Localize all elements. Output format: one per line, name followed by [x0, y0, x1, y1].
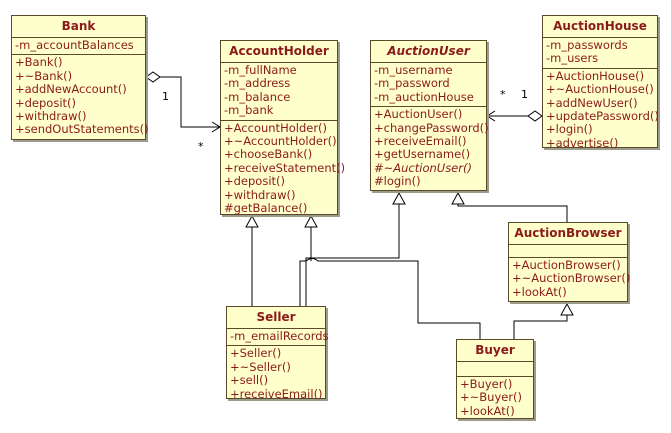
class-buyer[interactable]: Buyer +Buyer() +~Buyer() +lookAt() [456, 339, 534, 419]
operation-abstract: #~AuctionUser() [374, 160, 472, 175]
operations-compartment: +AuctionHouse() +~AuctionHouse() +addNew… [543, 68, 659, 152]
operation: +~AuctionBrowser() [512, 271, 631, 286]
operation: +login() [546, 122, 593, 137]
class-name: Bank [12, 16, 145, 38]
operation: +addNewUser() [546, 95, 638, 110]
operation: +lookAt() [512, 284, 567, 299]
class-auction-browser[interactable]: AuctionBrowser +AuctionBrowser() +~Aucti… [508, 222, 631, 302]
operation: +withdraw() [224, 187, 296, 202]
class-name: Seller [227, 307, 325, 329]
attributes-compartment [509, 245, 627, 258]
operations-compartment: +AccountHolder() +~AccountHolder() +choo… [221, 120, 346, 218]
operations-compartment: +Buyer() +~Buyer() +lookAt() [457, 377, 533, 420]
operation: +chooseBank() [224, 147, 313, 162]
operation: #login() [374, 174, 421, 189]
browser-generalization-arrow [560, 302, 574, 316]
operation: +Seller() [230, 346, 282, 361]
operation: +~Seller() [230, 359, 291, 374]
operation: +advertise() [546, 135, 619, 150]
auctionuser-generalization-arrow-left [392, 191, 406, 205]
multiplicity-bank-end: 1 [162, 90, 169, 103]
attribute: -m_accountBalances [15, 38, 134, 52]
operation: +withdraw() [15, 109, 87, 124]
attributes-compartment: -m_accountBalances [12, 38, 145, 56]
browser-to-auctionuser-line [457, 204, 568, 222]
attributes-compartment: -m_emailRecords [227, 329, 329, 347]
operation: +changePassword() [374, 120, 489, 135]
class-account-holder[interactable]: AccountHolder -m_fullName -m_address -m_… [220, 40, 346, 218]
class-seller[interactable]: Seller -m_emailRecords +Seller() +~Selle… [226, 306, 329, 401]
operation: +Buyer() [460, 377, 513, 391]
accountholder-generalization-arrow-left [245, 214, 259, 228]
accountholder-generalization-arrow-right [304, 214, 318, 228]
operation: +~AccountHolder() [224, 134, 337, 149]
operation: +~AuctionHouse() [546, 82, 654, 97]
operation: #getBalance() [224, 201, 308, 216]
operation: +deposit() [15, 95, 77, 110]
operation: +AccountHolder() [224, 120, 328, 135]
class-name: AuctionUser [371, 41, 486, 63]
attribute: -m_bank [224, 103, 274, 118]
operations-compartment: +AuctionUser() +changePassword() +receiv… [371, 107, 489, 190]
multiplicity-accountholder-end: * [198, 140, 204, 153]
operation: +Bank() [15, 55, 63, 70]
operation: +AuctionHouse() [546, 68, 645, 83]
operation: +AuctionBrowser() [512, 258, 621, 272]
operation: +~Bank() [15, 68, 73, 83]
seller-to-auctionuser-line [305, 204, 400, 306]
class-name: AuctionBrowser [509, 223, 627, 245]
class-auction-user[interactable]: AuctionUser -m_username -m_password -m_a… [370, 40, 489, 191]
class-auction-house[interactable]: AuctionHouse -m_passwords -m_users +Auct… [542, 15, 659, 150]
operation: +AuctionUser() [374, 107, 463, 122]
operation: +deposit() [224, 174, 286, 189]
operation: +sendOutStatements() [15, 122, 149, 137]
attribute: -m_users [546, 51, 599, 66]
multiplicity-auctionhouse-end: 1 [521, 88, 528, 101]
attribute: -m_fullName [224, 63, 297, 77]
operation: +receiveEmail() [230, 386, 323, 401]
operation: +addNewAccount() [15, 82, 127, 97]
operation: +receiveEmail() [374, 134, 467, 149]
bank-accountholder-association [160, 76, 219, 128]
operations-compartment: +Seller() +~Seller() +sell() +receiveEma… [227, 346, 325, 403]
operation: +updatePassword() [546, 109, 659, 124]
class-name: Buyer [457, 340, 533, 362]
operations-compartment: +AuctionBrowser() +~AuctionBrowser() +lo… [509, 258, 631, 301]
attributes-compartment: -m_username -m_password -m_auctionHouse [371, 63, 486, 108]
class-bank[interactable]: Bank -m_accountBalances +Bank() +~Bank()… [11, 15, 149, 140]
attribute: -m_passwords [546, 38, 628, 52]
operation: +sell() [230, 373, 269, 388]
operation: +~Buyer() [460, 390, 523, 405]
class-name: AuctionHouse [543, 16, 657, 38]
operation: +receiveStatement() [224, 160, 346, 175]
bank-aggregation-diamond [145, 71, 161, 83]
attribute: -m_username [374, 63, 453, 77]
attribute: -m_address [224, 76, 291, 91]
attribute: -m_auctionHouse [374, 89, 474, 104]
class-name: AccountHolder [221, 41, 337, 63]
attributes-compartment: -m_passwords -m_users [543, 38, 657, 69]
attributes-compartment [457, 362, 533, 377]
multiplicity-auctionuser-end: * [500, 88, 506, 101]
auctionhouse-aggregation-diamond [527, 110, 543, 122]
attribute: -m_password [374, 76, 450, 91]
operations-compartment: +Bank() +~Bank() +addNewAccount() +depos… [12, 55, 149, 138]
operation: +getUsername() [374, 147, 471, 162]
auctionhouse-association-arrowhead [486, 110, 496, 122]
auctionuser-generalization-arrow-right [451, 191, 465, 205]
attributes-compartment: -m_fullName -m_address -m_balance -m_ban… [221, 63, 337, 121]
buyer-to-browser-line [513, 315, 568, 339]
attribute: -m_emailRecords [230, 329, 329, 343]
buyer-to-accountholder-line [299, 227, 481, 339]
operation: +lookAt() [460, 403, 515, 418]
attribute: -m_balance [224, 89, 291, 104]
